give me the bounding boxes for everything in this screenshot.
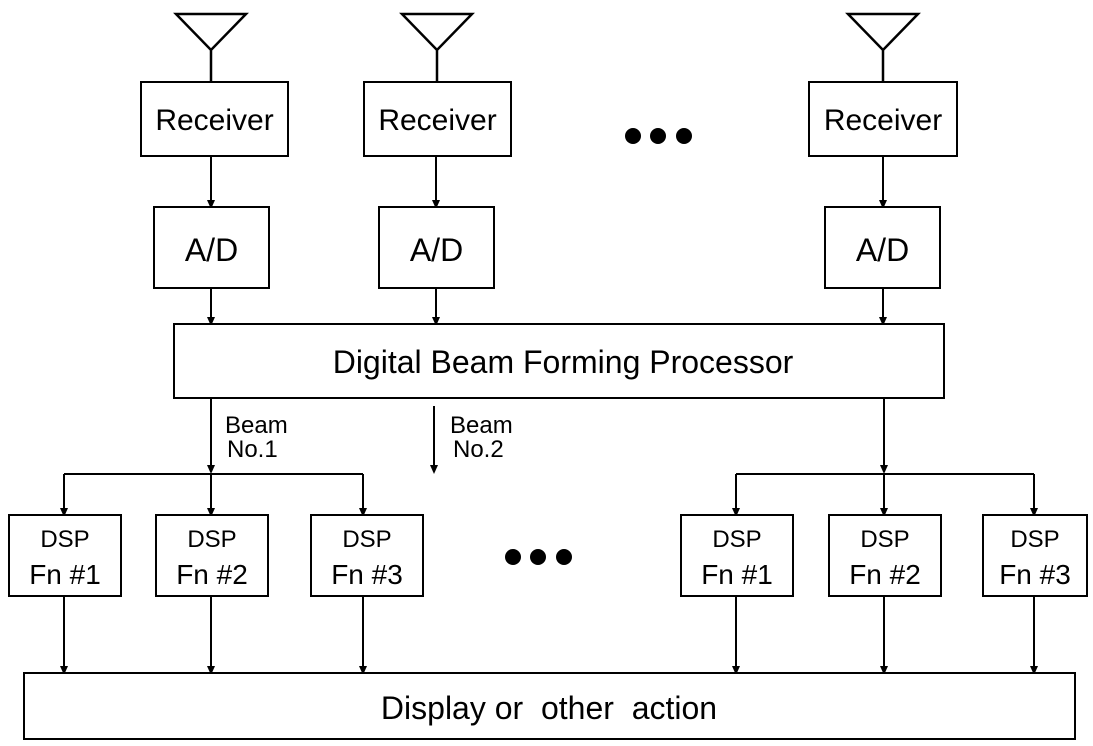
beam-2-label-line1: Beam — [450, 412, 513, 439]
beam-1-label-line2: No.1 — [227, 436, 278, 463]
ellipsis-icon — [625, 128, 692, 144]
dsp-function-label: Fn #1 — [701, 559, 773, 590]
processor-label: Digital Beam Forming Processor — [333, 344, 794, 380]
receiver-label: Receiver — [155, 104, 273, 137]
ad-converter-label: A/D — [410, 232, 463, 268]
ad-converter-block: A/D — [378, 206, 495, 289]
dsp-block: DSP Fn #3 — [310, 514, 424, 597]
ad-converter-block: A/D — [153, 206, 270, 289]
antenna-icon — [845, 12, 921, 82]
dsp-function-label: Fn #3 — [999, 559, 1071, 590]
beam-1-distribution — [60, 473, 367, 517]
dsp-block: DSP Fn #2 — [155, 514, 269, 597]
receiver-block: Receiver — [140, 81, 289, 157]
dsp-label: DSP — [1010, 526, 1059, 553]
receiver-label: Receiver — [824, 104, 942, 137]
receiver-block: Receiver — [363, 81, 512, 157]
dsp-label: DSP — [860, 526, 909, 553]
receiver-block: Receiver — [808, 81, 958, 157]
dsp-label: DSP — [40, 526, 89, 553]
antenna-icon — [173, 12, 249, 82]
beam-n-distribution — [732, 473, 1038, 517]
beam-1-label-line1: Beam — [225, 412, 288, 439]
antenna-icon — [399, 12, 475, 82]
output-block: Display or other action — [23, 672, 1076, 740]
ellipsis-icon — [505, 549, 572, 565]
dsp-label: DSP — [342, 526, 391, 553]
dsp-block: DSP Fn #2 — [828, 514, 942, 597]
dsp-block: DSP Fn #3 — [982, 514, 1088, 597]
dsp-block: DSP Fn #1 — [8, 514, 122, 597]
beam-2-label-line2: No.2 — [453, 436, 504, 463]
output-label: Display or other action — [381, 690, 717, 726]
dsp-function-label: Fn #3 — [331, 559, 403, 590]
dsp-label: DSP — [712, 526, 761, 553]
ad-converter-block: A/D — [824, 206, 941, 289]
dsp-function-label: Fn #2 — [176, 559, 248, 590]
dsp-function-label: Fn #1 — [29, 559, 101, 590]
beam-forming-processor: Digital Beam Forming Processor — [173, 323, 945, 399]
dsp-function-label: Fn #2 — [849, 559, 921, 590]
ad-converter-label: A/D — [856, 232, 909, 268]
dsp-label: DSP — [187, 526, 236, 553]
dsp-block: DSP Fn #1 — [680, 514, 794, 597]
receiver-label: Receiver — [378, 104, 496, 137]
ad-converter-label: A/D — [185, 232, 238, 268]
